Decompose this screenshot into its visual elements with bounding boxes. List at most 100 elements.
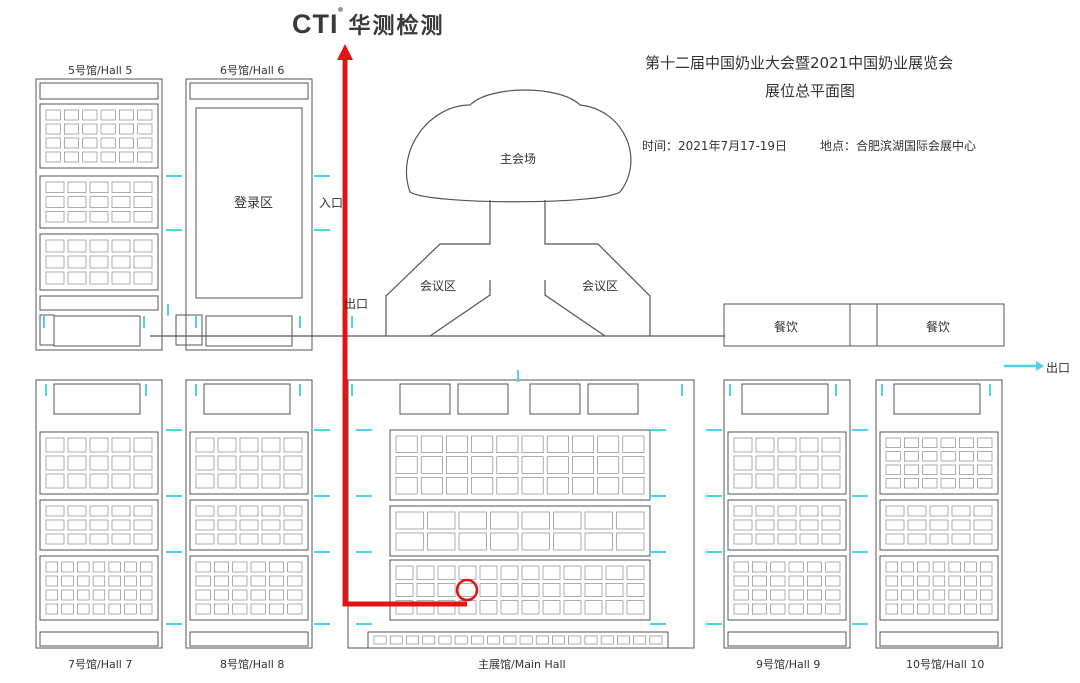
booth xyxy=(67,271,87,285)
booth xyxy=(626,600,645,615)
booth xyxy=(119,137,134,149)
booth xyxy=(82,109,98,121)
booth xyxy=(733,505,753,517)
booth xyxy=(45,123,61,135)
dining-block xyxy=(723,303,1005,347)
booth xyxy=(885,437,901,448)
booth xyxy=(287,561,303,573)
booth xyxy=(239,437,259,453)
booth xyxy=(395,511,424,530)
booth xyxy=(67,455,87,471)
booth xyxy=(250,561,266,573)
booth xyxy=(821,505,841,517)
booth xyxy=(214,603,229,615)
booth xyxy=(973,533,993,545)
booth xyxy=(584,635,598,645)
booth xyxy=(137,109,153,121)
booth xyxy=(45,255,65,269)
main-hall-block xyxy=(347,379,695,649)
booth xyxy=(649,635,663,645)
booth xyxy=(108,575,121,587)
hall-8-block xyxy=(185,379,313,649)
booth xyxy=(45,473,65,489)
booth xyxy=(250,575,266,587)
booth xyxy=(133,196,153,208)
booth xyxy=(885,451,901,462)
booth xyxy=(217,533,237,545)
target-booth-marker xyxy=(455,578,479,602)
booth xyxy=(45,561,58,573)
booth xyxy=(977,478,993,489)
booth xyxy=(490,532,519,551)
booth xyxy=(67,196,87,208)
booth xyxy=(239,455,259,471)
booth xyxy=(195,455,215,471)
meeting-area-outline xyxy=(385,200,651,337)
hall-7-block xyxy=(35,379,163,649)
booth xyxy=(535,635,549,645)
hall-9-block xyxy=(723,379,851,649)
booth xyxy=(108,561,121,573)
booth xyxy=(799,455,819,471)
booth xyxy=(821,455,841,471)
booth xyxy=(137,123,153,135)
booth xyxy=(458,565,477,580)
booth xyxy=(479,582,498,597)
exit-center-label: 出口 xyxy=(344,297,369,311)
booth xyxy=(755,473,775,489)
booth xyxy=(940,451,956,462)
booth xyxy=(395,600,414,615)
booth xyxy=(111,437,131,453)
booth xyxy=(770,603,786,615)
booth xyxy=(89,255,109,269)
booth xyxy=(770,561,786,573)
booth xyxy=(124,561,137,573)
booth xyxy=(471,476,494,495)
booth xyxy=(584,511,613,530)
booth xyxy=(195,505,215,517)
booth xyxy=(806,603,822,615)
exit-right-label: 出口 xyxy=(1046,361,1071,375)
booth xyxy=(951,505,971,517)
booth xyxy=(788,575,804,587)
booth xyxy=(546,435,569,454)
booth xyxy=(521,600,540,615)
booth xyxy=(568,635,582,645)
booth xyxy=(77,603,90,615)
brand-logo: CTI 华测检测 xyxy=(292,6,445,40)
booth xyxy=(111,239,131,253)
booth xyxy=(932,561,946,573)
booth xyxy=(806,575,822,587)
booth xyxy=(395,435,418,454)
booth xyxy=(140,561,153,573)
booth xyxy=(45,437,65,453)
booth xyxy=(521,456,544,474)
booth xyxy=(195,575,211,587)
booth xyxy=(940,437,956,448)
booth xyxy=(195,561,211,573)
booth xyxy=(755,505,775,517)
booth xyxy=(133,473,153,489)
booth xyxy=(553,532,582,551)
booth xyxy=(733,561,749,573)
booth xyxy=(45,271,65,285)
entrance-arrows xyxy=(43,175,991,625)
booth xyxy=(239,473,259,489)
logo-text: CTI xyxy=(292,6,343,40)
booth xyxy=(64,151,79,163)
booth xyxy=(597,435,620,454)
booth xyxy=(503,635,517,645)
booth xyxy=(89,211,109,223)
booth xyxy=(964,603,977,615)
booth xyxy=(799,533,819,545)
booth xyxy=(922,464,938,475)
booth xyxy=(546,456,569,474)
booth xyxy=(496,476,519,495)
booth xyxy=(111,255,131,269)
booth xyxy=(287,603,303,615)
booth xyxy=(584,565,603,580)
booth xyxy=(82,137,98,149)
booth xyxy=(45,137,61,149)
booth xyxy=(283,533,303,545)
